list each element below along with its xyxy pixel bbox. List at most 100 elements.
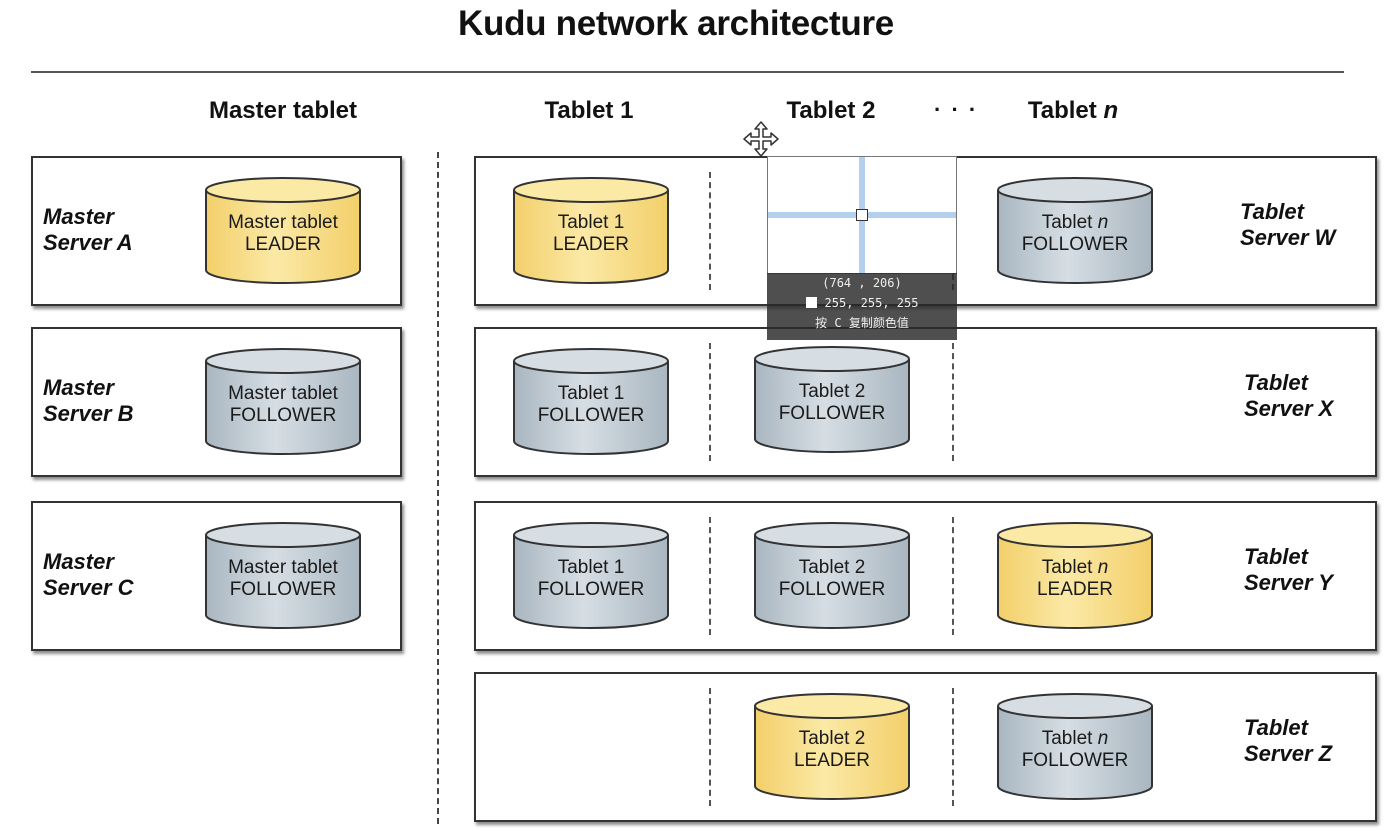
tablet-server-z-tn-role: FOLLOWER — [1021, 750, 1129, 771]
column-header-tablet-2: Tablet 2 — [786, 97, 876, 124]
picker-color-swatch — [805, 297, 817, 308]
tablet-server-y-separator-1 — [709, 517, 711, 635]
tablet-server-y-tn-role: LEADER — [1036, 579, 1114, 600]
picker-rgb-value: 255, 255, 255 — [824, 296, 919, 310]
picker-copy-hint: 按 C 复制颜色值 — [815, 316, 909, 330]
master-tablet-separator — [437, 152, 439, 824]
tablet-server-y-tn-name-prefix: Tablet — [1041, 557, 1098, 578]
master-server-b-tablet-name: Master tablet — [228, 383, 338, 404]
master-server-a-label-line2: Server A — [43, 230, 133, 255]
column-header-tablet-1: Tablet 1 — [544, 97, 634, 124]
magnifier-center-pixel — [856, 209, 868, 221]
master-server-a-label-line1: Master — [43, 204, 114, 229]
tablet-server-y-separator-2 — [952, 517, 954, 635]
tablet-server-w-t1-role: LEADER — [552, 234, 630, 255]
tablet-server-x-label-line1: Tablet — [1244, 370, 1308, 395]
tablet-server-z-tn-name-prefix: Tablet — [1041, 728, 1098, 749]
picker-color-row: 255, 255, 255 — [767, 293, 957, 313]
column-header-tablet-n-suffix: n — [1103, 97, 1119, 124]
tablet-server-w-t1-name: Tablet 1 — [557, 212, 625, 233]
master-server-a-tablet-role: LEADER — [244, 234, 322, 255]
tablet-server-x-t1-role: FOLLOWER — [537, 405, 645, 426]
tablet-server-y-label-line2: Server Y — [1244, 570, 1333, 595]
tablet-server-y-t2-name: Tablet 2 — [798, 557, 866, 578]
tablet-server-x-label-line2: Server X — [1244, 396, 1334, 421]
picker-coordinates: (764 , 206) — [822, 276, 902, 290]
column-header-master-tablet: Master tablet — [208, 97, 358, 124]
tablet-server-w-label-line2: Server W — [1240, 225, 1336, 250]
master-server-c-tablet-name: Master tablet — [228, 557, 338, 578]
master-server-c-label-line2: Server C — [43, 575, 134, 600]
tablet-server-w-tn-name-suffix: n — [1097, 212, 1109, 233]
tablet-server-y-label-line1: Tablet — [1244, 544, 1308, 569]
master-server-a-tablet-name: Master tablet — [228, 212, 338, 233]
master-server-c-label-line1: Master — [43, 549, 114, 574]
diagram-title: Kudu network architecture — [458, 4, 894, 43]
tablet-server-w-label-line1: Tablet — [1240, 199, 1304, 224]
tablet-server-z-box — [474, 672, 1377, 822]
master-server-b-tablet-role: FOLLOWER — [229, 405, 337, 426]
tablet-server-y-t2-role: FOLLOWER — [778, 579, 886, 600]
tablet-server-z-t2-name: Tablet 2 — [798, 728, 866, 749]
tablet-server-y-tn-name-suffix: n — [1097, 557, 1109, 578]
column-ellipsis: · · · — [934, 97, 979, 122]
tablet-server-y-t1-role: FOLLOWER — [537, 579, 645, 600]
master-server-c-tablet-role: FOLLOWER — [229, 579, 337, 600]
move-cursor-icon — [742, 120, 780, 158]
tablet-server-z-separator-1 — [709, 688, 711, 806]
master-server-b-label-line2: Server B — [43, 401, 134, 426]
tablet-server-w-tn-role: FOLLOWER — [1021, 234, 1129, 255]
tablet-server-x-t2-role: FOLLOWER — [778, 403, 886, 424]
tablet-server-w-separator-1 — [709, 172, 711, 290]
column-header-tablet-n: Tablet n — [953, 97, 1193, 125]
tablet-server-w-tn-name-prefix: Tablet — [1041, 212, 1098, 233]
tablet-server-z-separator-2 — [952, 688, 954, 806]
color-picker-overlay: (764 , 206) 255, 255, 255 按 C 复制颜色值 — [767, 156, 957, 340]
tablet-server-x-t2-name: Tablet 2 — [798, 381, 866, 402]
tablet-server-y-t1-name: Tablet 1 — [557, 557, 625, 578]
tablet-server-z-t2-role: LEADER — [793, 750, 871, 771]
tablet-server-x-t1-name: Tablet 1 — [557, 383, 625, 404]
tablet-server-z-label-line2: Server Z — [1244, 741, 1333, 766]
master-server-b-label-line1: Master — [43, 375, 114, 400]
title-rule — [31, 71, 1344, 73]
color-picker-info: (764 , 206) 255, 255, 255 按 C 复制颜色值 — [767, 273, 957, 340]
tablet-server-x-separator-2 — [952, 343, 954, 461]
column-header-tablet-n-prefix: Tablet — [1027, 97, 1104, 124]
tablet-server-z-tn-name-suffix: n — [1097, 728, 1109, 749]
tablet-server-x-separator-1 — [709, 343, 711, 461]
tablet-server-z-label-line1: Tablet — [1244, 715, 1308, 740]
color-picker-magnifier — [767, 156, 957, 274]
